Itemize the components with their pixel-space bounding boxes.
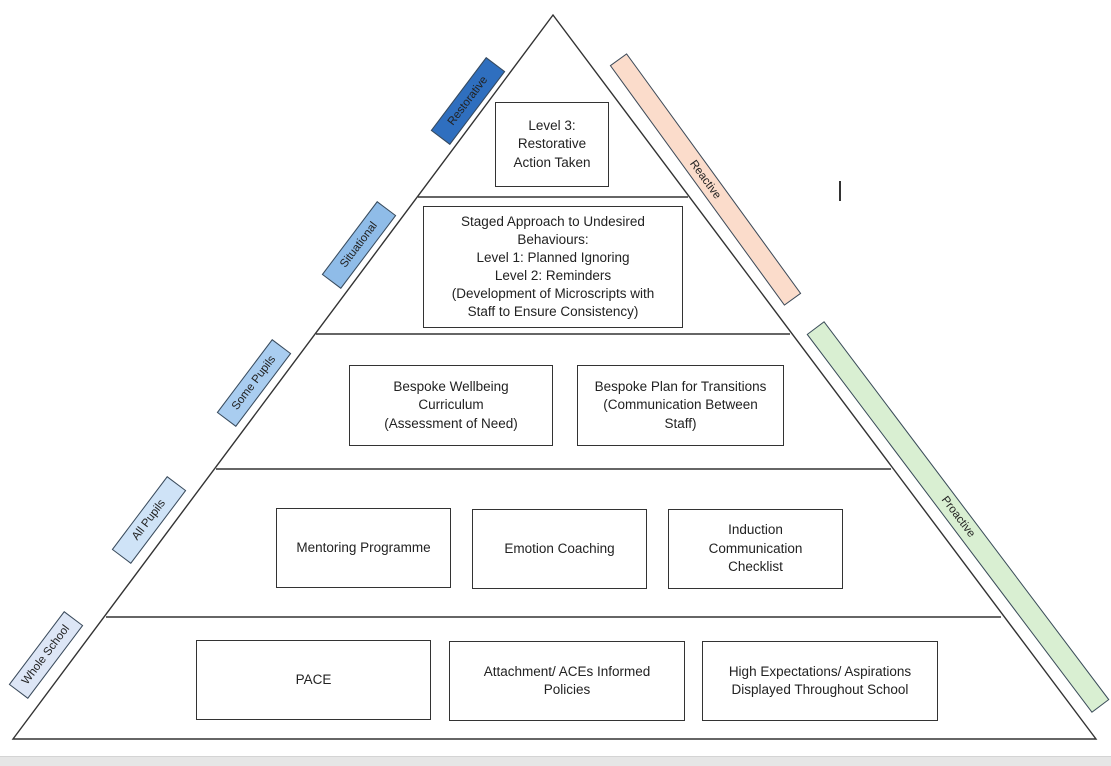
high-expectations-text: High Expectations/ Aspirations Displayed… <box>728 663 912 698</box>
emotion-coaching-box: Emotion Coaching <box>472 509 647 589</box>
pace-text: PACE <box>295 671 332 687</box>
pace-box: PACE <box>196 640 431 720</box>
text-cursor <box>839 181 841 201</box>
attachment-aces-text: Attachment/ ACEs Informed Policies <box>483 663 651 698</box>
high-expectations-box: High Expectations/ Aspirations Displayed… <box>702 641 938 721</box>
induction-checklist-box: Induction Communication Checklist <box>668 509 843 589</box>
bottom-scrollbar-track[interactable] <box>0 756 1111 766</box>
bespoke-transitions-text: Bespoke Plan for Transitions (Communicat… <box>594 378 767 431</box>
attachment-aces-box: Attachment/ ACEs Informed Policies <box>449 641 685 721</box>
mentoring-programme-box: Mentoring Programme <box>276 508 451 588</box>
staged-approach-box: Staged Approach to Undesired Behaviours:… <box>423 206 683 328</box>
mentoring-programme-text: Mentoring Programme <box>296 539 431 555</box>
bespoke-transitions-box: Bespoke Plan for Transitions (Communicat… <box>577 365 784 446</box>
bespoke-wellbeing-text: Bespoke Wellbeing Curriculum (Assessment… <box>384 378 518 431</box>
emotion-coaching-text: Emotion Coaching <box>504 540 615 556</box>
induction-checklist-text: Induction Communication Checklist <box>708 522 803 575</box>
staged-approach-text: Staged Approach to Undesired Behaviours:… <box>451 214 655 319</box>
restorative-action-box: Level 3: Restorative Action Taken <box>495 102 609 187</box>
bespoke-wellbeing-box: Bespoke Wellbeing Curriculum (Assessment… <box>349 365 553 446</box>
restorative-action-text: Level 3: Restorative Action Taken <box>513 117 591 170</box>
